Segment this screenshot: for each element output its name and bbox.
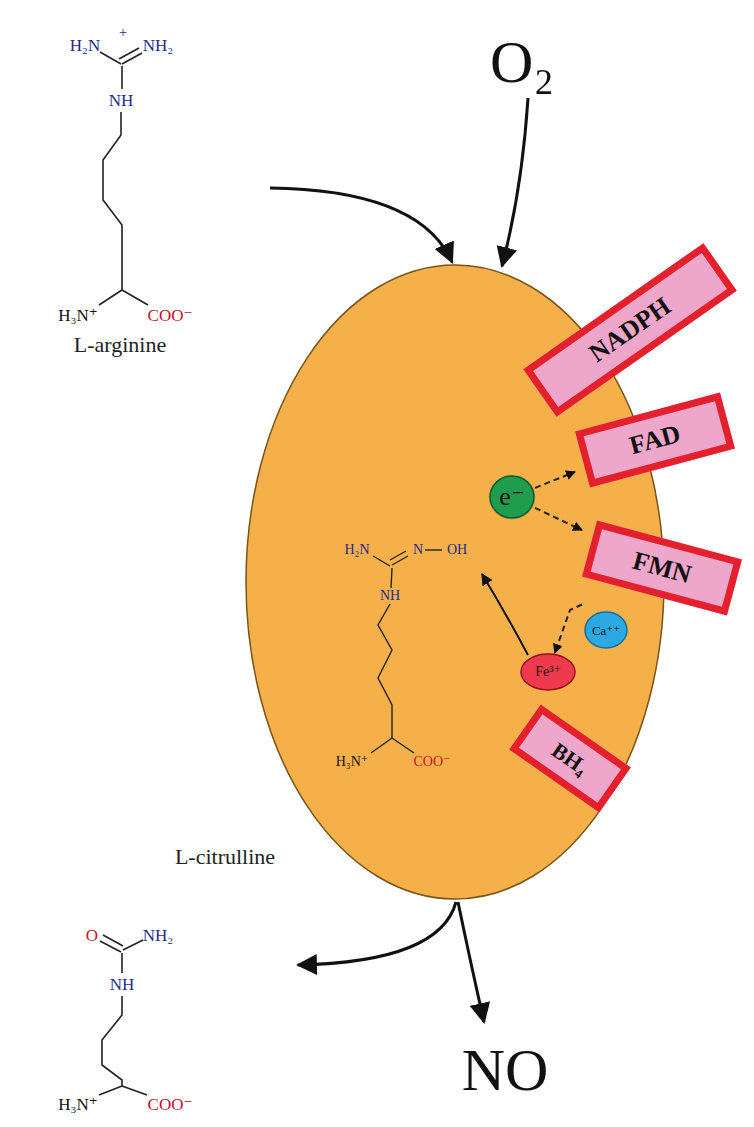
atom-label: OH xyxy=(447,543,467,557)
substrate-label: O₂ xyxy=(490,32,554,92)
molecule-name: L-citrulline xyxy=(175,846,275,868)
molecule-name: L-arginine xyxy=(74,334,166,356)
citrulline-bonds xyxy=(99,935,147,1095)
node-text: FAD xyxy=(627,421,683,459)
node-text: Fe³⁺ xyxy=(535,665,561,679)
product-label: NO xyxy=(462,1040,549,1100)
hydroxyarginine-bonds xyxy=(371,550,442,753)
atom-label: H₂N xyxy=(70,37,100,54)
atom-label: NH xyxy=(380,589,400,603)
atom-label: O xyxy=(86,927,98,944)
atom-label: COO⁻ xyxy=(414,755,451,769)
atom-label: NH₂ xyxy=(143,927,173,944)
electron-flow-arrow xyxy=(535,472,575,488)
atom-label: H₃N⁺ xyxy=(58,307,97,324)
calcium-circle: Ca⁺⁺ xyxy=(584,611,628,649)
atom-label: H₃N⁺ xyxy=(58,1096,97,1113)
arginine-bonds xyxy=(99,48,148,305)
atom-label: NH xyxy=(110,976,135,993)
atom-label: COO⁻ xyxy=(148,307,193,324)
electron-transfer-arrow xyxy=(482,574,528,655)
atom-label: NH₂ xyxy=(143,37,173,54)
atom-label: COO⁻ xyxy=(148,1096,193,1113)
electron-flow-arrow xyxy=(535,508,582,530)
node-text: FMN xyxy=(630,548,694,588)
node-text: NADPH xyxy=(585,293,676,367)
charge-sign: + xyxy=(119,26,127,40)
electron-circle-shape xyxy=(490,476,534,518)
atom-label: NH xyxy=(109,92,134,109)
heme-iron-ellipse: Fe³⁺ xyxy=(520,653,576,691)
atom-label: H₃N⁺ xyxy=(336,755,369,769)
calcium-circle-shape xyxy=(585,612,627,648)
atom-label: H₂N xyxy=(344,543,369,557)
heme-iron-ellipse-shape xyxy=(521,654,575,690)
electron-flow-arrow xyxy=(555,604,582,653)
node-text: BH₄ xyxy=(548,738,592,778)
atom-label: N xyxy=(413,543,423,557)
node-text: Ca⁺⁺ xyxy=(592,624,620,637)
node-text: e⁻ xyxy=(499,484,524,510)
electron-circle: e⁻ xyxy=(489,475,535,519)
